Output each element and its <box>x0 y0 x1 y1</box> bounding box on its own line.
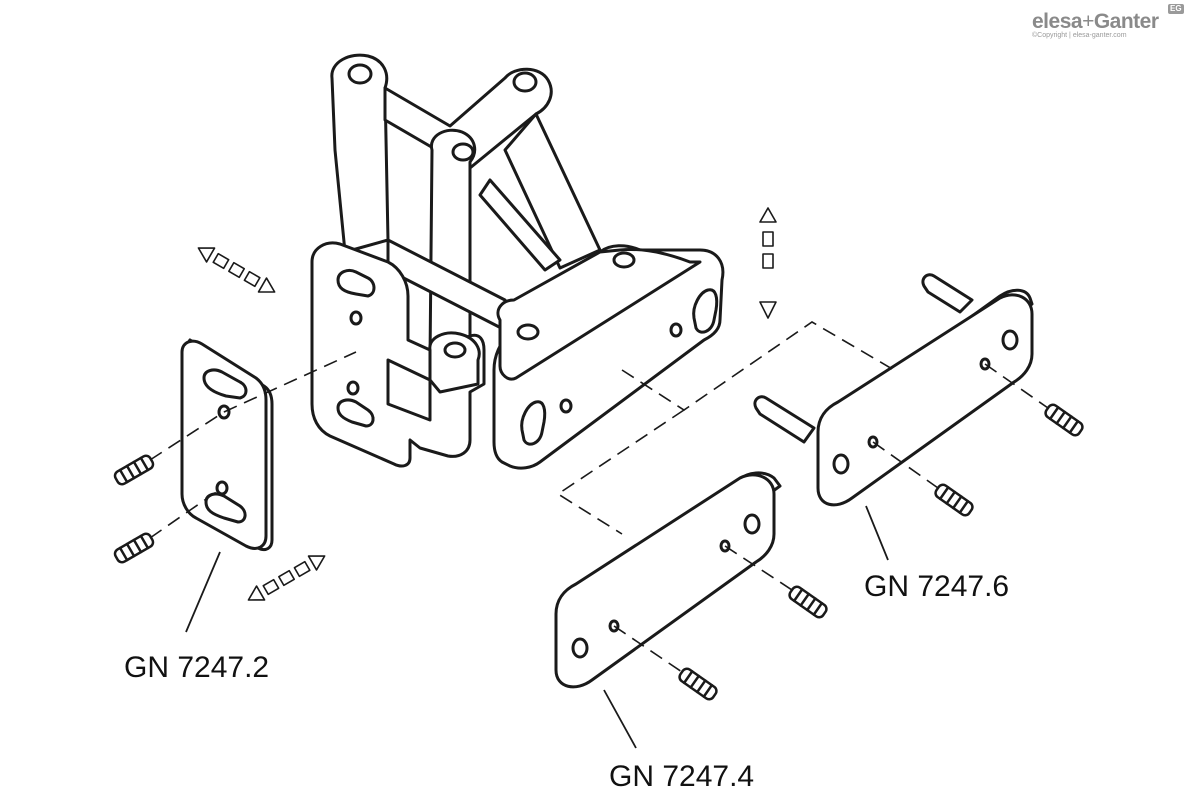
hinge-knuckle-cutout <box>386 358 432 422</box>
spacer-plate-gn-7247-2 <box>180 338 274 552</box>
arrow-bottom-left-diagonal <box>247 555 326 601</box>
brand-plus: + <box>1082 10 1094 33</box>
brand-name-b: Ganter <box>1093 10 1159 33</box>
screw-left-lower <box>113 532 155 564</box>
hinge-body <box>310 53 725 470</box>
plate-6-pin-bottom <box>753 395 816 444</box>
brand-name-a: elesa <box>1032 10 1083 33</box>
label-gn-7247-6: GN 7247.6 <box>864 570 1010 603</box>
screw-right-top <box>1044 403 1084 437</box>
hinge-left-hole <box>349 310 363 326</box>
hinge-inner-strut <box>478 178 562 272</box>
plate-4-hole-right <box>743 513 761 535</box>
dash-plate4-screw-bottom <box>613 625 683 673</box>
leader-lines <box>185 505 889 749</box>
dash-left-plate-to-body <box>223 351 357 413</box>
hinge-left-hole-2 <box>346 380 360 396</box>
hinge-left-slot-top <box>336 268 376 298</box>
plate-2-slot-top <box>202 368 248 400</box>
hinge-right-slot-left <box>520 400 547 446</box>
adjust-arrows <box>197 207 777 601</box>
dash-plate6-screw-top <box>984 363 1049 409</box>
leader-gn-7247-2 <box>185 551 221 633</box>
hinge-back-column <box>330 53 390 254</box>
brand-badge: EG <box>1168 4 1184 14</box>
hinge-right-top-hole <box>612 251 636 269</box>
spacer-plate-gn-7247-4 <box>554 471 782 689</box>
brand-logo: elesa+Ganter EG ©Copyright | elesa-gante… <box>1032 4 1184 39</box>
dash-body-to-plates <box>621 321 895 411</box>
leader-gn-7247-4 <box>603 689 637 749</box>
assembly-dash-lines <box>149 321 1049 673</box>
hinge-pivot-hole-top-left <box>347 63 373 85</box>
plate-2-hole-bottom <box>215 480 229 496</box>
label-gn-7247-4: GN 7247.4 <box>609 760 755 793</box>
arrow-top-left-diagonal <box>197 247 276 293</box>
brand-name: elesa+Ganter <box>1032 10 1159 34</box>
screw-bottom-right <box>788 585 828 619</box>
dash-left-screw-top <box>149 411 225 461</box>
screw-right-mid <box>934 483 974 517</box>
hinge-right-top-hole-2 <box>516 323 540 341</box>
screw-left-upper <box>113 454 155 486</box>
dash-plate4-screw-top <box>724 545 793 591</box>
hinge-mid-link <box>428 128 477 362</box>
hinge-right-hole-a <box>669 322 683 338</box>
plate-6-pin-top <box>921 273 974 314</box>
label-gn-7247-2: GN 7247.2 <box>124 651 270 684</box>
brand-copyright: ©Copyright | elesa-ganter.com <box>1032 32 1127 39</box>
arrow-vertical <box>759 207 777 319</box>
hinge-right-hole-b <box>559 398 573 414</box>
hinge-right-slot-right <box>692 288 719 334</box>
leader-gn-7247-6 <box>865 505 889 561</box>
dash-left-screw-bottom <box>149 487 223 539</box>
plate-4-face <box>554 473 776 689</box>
screw-bottom-left <box>678 667 718 701</box>
dash-body-to-plate-4 <box>556 409 685 535</box>
plate-6-hole-left <box>832 453 850 475</box>
plate-6-face <box>816 293 1034 507</box>
dash-plate6-screw-mid <box>872 441 939 489</box>
hinge-left-slot-bottom <box>336 398 375 428</box>
plate-4-hole-left <box>571 637 589 659</box>
hinge-right-flange-top <box>496 248 702 381</box>
set-screws <box>113 403 1084 701</box>
hinge-pivot-hole-mid <box>451 142 475 162</box>
hinge-rear-frame <box>503 112 602 270</box>
hinge-knuckle <box>428 331 481 394</box>
hinge-knuckle-hole <box>443 341 467 359</box>
plate-6-hole-right <box>1001 329 1019 351</box>
spacer-plate-gn-7247-6 <box>753 273 1034 507</box>
hinge-pivot-hole-top-right <box>512 71 538 93</box>
